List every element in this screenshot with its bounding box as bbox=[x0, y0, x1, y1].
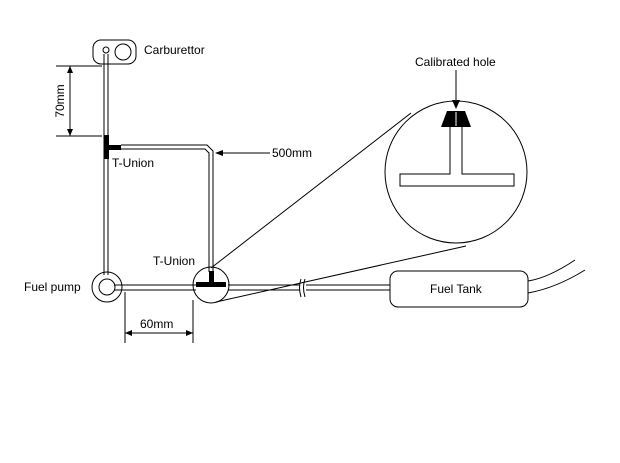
fuel-tank-label: Fuel Tank bbox=[430, 282, 483, 296]
supply-pipe bbox=[114, 278, 390, 298]
pump-carburettor-pipe bbox=[103, 54, 109, 275]
magnification-lines bbox=[210, 112, 467, 303]
fuel-pump-label: Fuel pump bbox=[24, 280, 81, 294]
t-union-upper-label: T-Union bbox=[112, 156, 154, 170]
carburettor bbox=[92, 39, 137, 65]
fuel-tank bbox=[389, 270, 529, 308]
dimension-60mm-label: 60mm bbox=[140, 317, 173, 331]
return-pipe bbox=[121, 144, 214, 272]
t-union-upper bbox=[104, 135, 121, 159]
dimension-70mm-label: 70mm bbox=[53, 84, 67, 117]
dimension-500mm-label: 500mm bbox=[272, 146, 312, 160]
t-union-lower bbox=[192, 266, 230, 304]
t-union-lower-label: T-Union bbox=[153, 254, 195, 268]
fuel-pump bbox=[91, 271, 123, 303]
calibrated-hole-arrow bbox=[452, 70, 460, 109]
carburettor-label: Carburettor bbox=[144, 43, 205, 57]
calibrated-hole-label: Calibrated hole bbox=[415, 55, 496, 69]
dimension-60mm bbox=[124, 292, 194, 343]
calibrated-hole-detail bbox=[384, 100, 528, 244]
tank-outlet-pipe bbox=[527, 259, 586, 294]
dimension-70mm bbox=[56, 65, 102, 137]
dimension-500mm bbox=[215, 150, 270, 156]
